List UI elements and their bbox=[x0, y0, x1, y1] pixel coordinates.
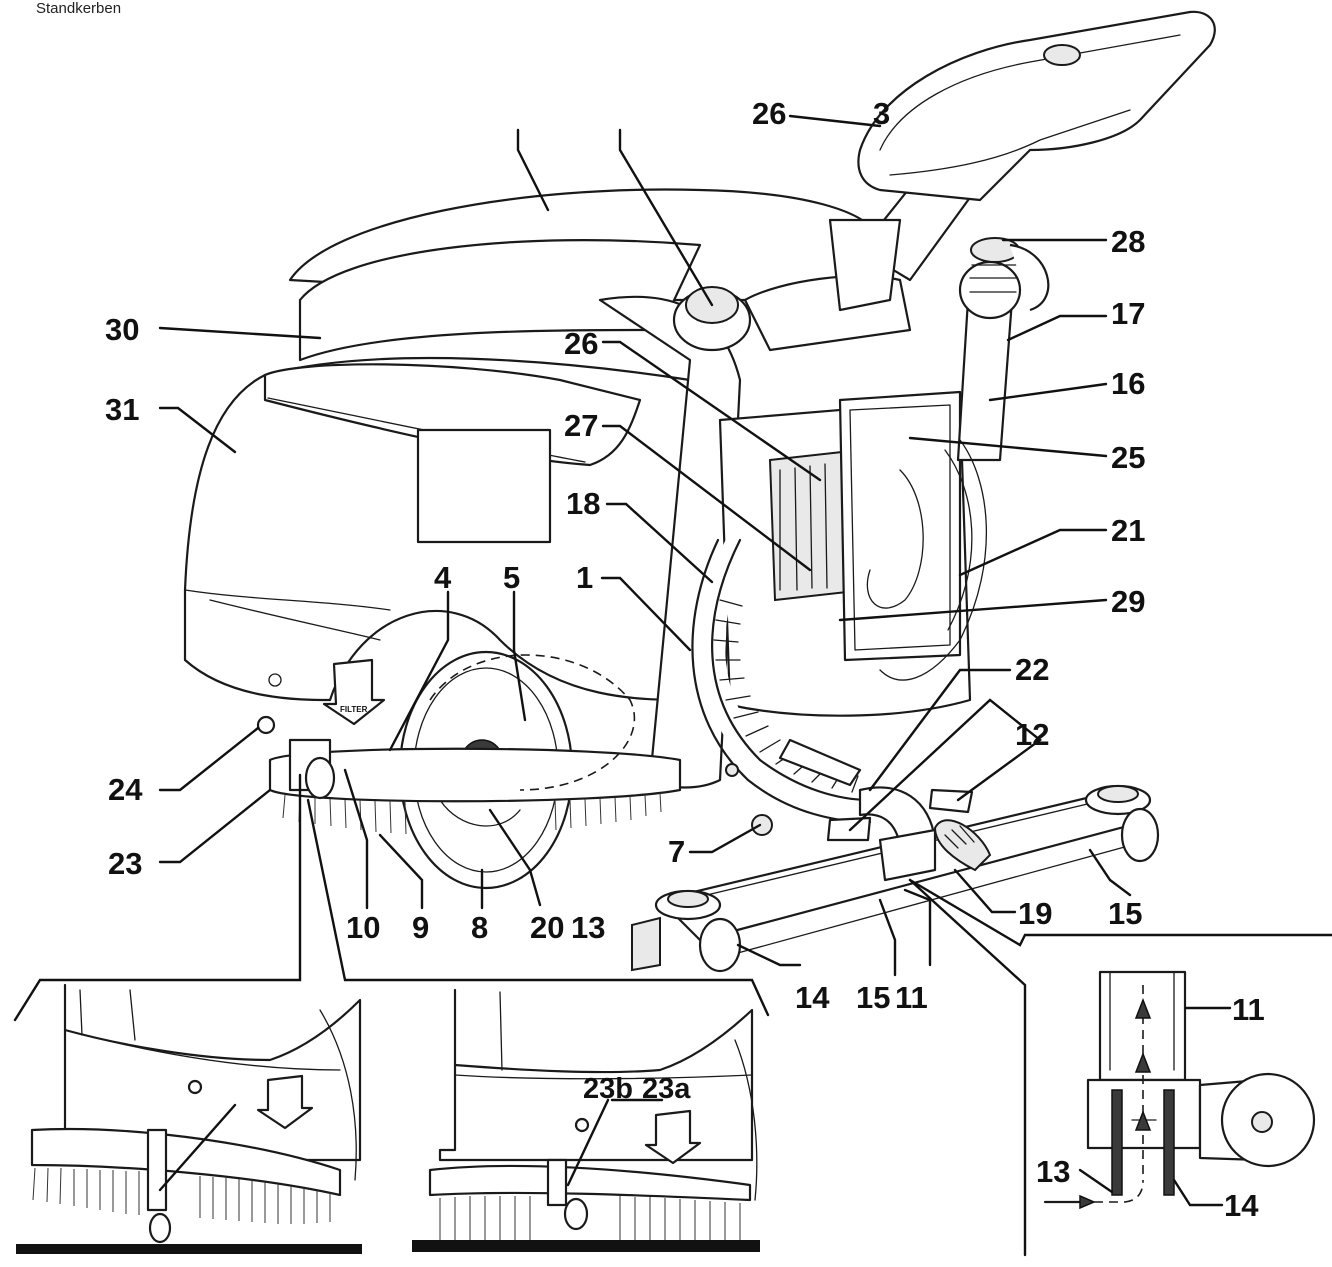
label-12: 12 bbox=[1015, 717, 1049, 752]
filter-badge-main: FILTER bbox=[322, 658, 386, 726]
inset-middle-detail bbox=[412, 988, 760, 1252]
label-30: 30 bbox=[105, 312, 139, 347]
label-23b: 23b bbox=[583, 1073, 633, 1105]
label-29: 29 bbox=[1111, 584, 1145, 619]
label-1: 1 bbox=[576, 560, 593, 595]
label-18: 18 bbox=[566, 486, 600, 521]
label-23: 23 bbox=[108, 846, 142, 881]
label-28: 28 bbox=[1111, 224, 1145, 259]
filter-badge-left bbox=[256, 1074, 314, 1130]
label-15-bottom: 15 bbox=[856, 980, 890, 1015]
label-11: 11 bbox=[895, 980, 928, 1015]
filter-badge-text: FILTER bbox=[340, 705, 368, 714]
label-16: 16 bbox=[1111, 366, 1145, 401]
inset-middle-bristles bbox=[439, 1196, 741, 1246]
inset-left-bristles bbox=[32, 1167, 331, 1224]
leader-lines bbox=[13, 114, 1332, 1257]
label-detail-14: 14 bbox=[1224, 1188, 1259, 1223]
label-7: 7 bbox=[668, 834, 685, 869]
filter-badge-middle bbox=[644, 1109, 702, 1165]
label-9: 9 bbox=[412, 910, 429, 945]
label-3: 3 bbox=[873, 96, 890, 131]
label-20: 20 bbox=[530, 910, 564, 945]
label-4: 4 bbox=[434, 560, 452, 595]
label-5: 5 bbox=[503, 560, 520, 595]
label-10: 10 bbox=[346, 910, 380, 945]
machine-body: FILTER bbox=[183, 10, 1216, 973]
callout-labels: 26 3 28 17 16 25 21 29 22 12 30 31 26 27… bbox=[105, 96, 1265, 1223]
caption-text: Standkerben bbox=[36, 0, 122, 17]
label-31: 31 bbox=[105, 392, 139, 427]
label-15-right: 15 bbox=[1108, 896, 1142, 931]
inset-left-detail bbox=[16, 983, 362, 1254]
label-13: 13 bbox=[571, 910, 605, 945]
label-23a: 23a bbox=[642, 1073, 691, 1105]
label-detail-11: 11 bbox=[1232, 992, 1265, 1027]
label-detail-13: 13 bbox=[1036, 1154, 1070, 1189]
label-17: 17 bbox=[1111, 296, 1145, 331]
label-14: 14 bbox=[795, 980, 830, 1015]
label-26-mid: 26 bbox=[564, 326, 598, 361]
label-24: 24 bbox=[108, 772, 143, 807]
label-19: 19 bbox=[1018, 896, 1052, 931]
inset-right-section bbox=[1043, 970, 1316, 1210]
label-8: 8 bbox=[471, 910, 488, 945]
label-27: 27 bbox=[564, 408, 598, 443]
label-21: 21 bbox=[1111, 513, 1145, 548]
label-25: 25 bbox=[1111, 440, 1145, 475]
label-26-top: 26 bbox=[752, 96, 786, 131]
label-22: 22 bbox=[1015, 652, 1049, 687]
